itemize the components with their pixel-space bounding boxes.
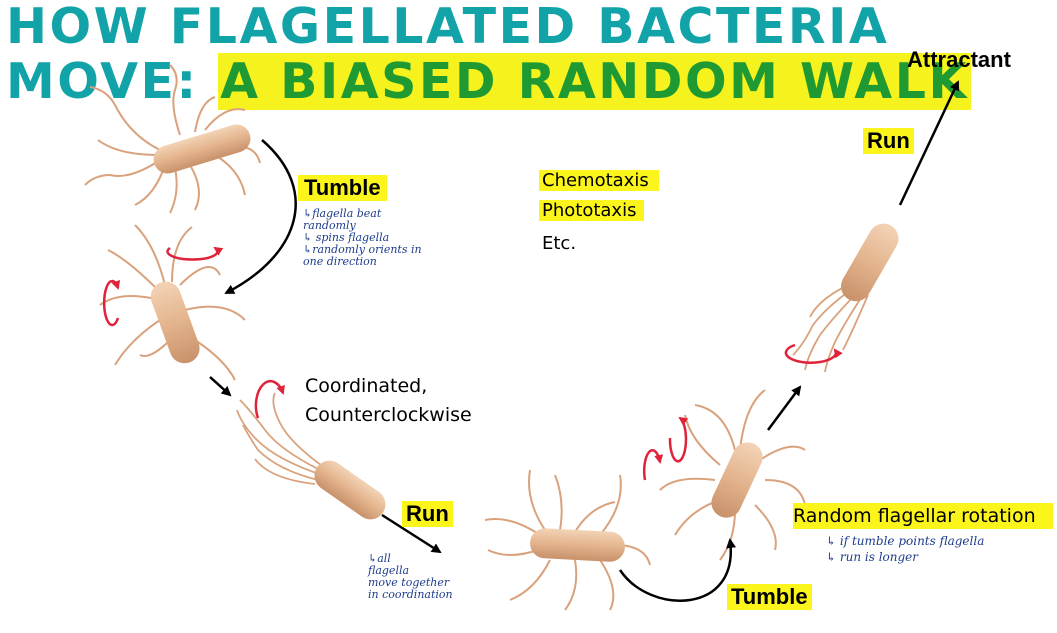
- note-line: ↳randomly orients in: [303, 243, 422, 256]
- note-line: in coordination: [368, 588, 453, 601]
- note-line: move together: [368, 576, 450, 589]
- rotation-arrows: [102, 246, 843, 481]
- note-line: one direction: [303, 255, 377, 268]
- tumble-label-top: Tumble: [298, 175, 387, 201]
- path-arrows: [209, 80, 960, 602]
- note-line: randomly: [303, 219, 356, 232]
- tumble-label-bottom: Tumble: [727, 584, 812, 610]
- note-line: ↳all: [368, 552, 391, 565]
- arrow-after-tumble: [766, 385, 802, 431]
- random-flagellar-rotation-label: Random flagellar rotation: [793, 503, 1053, 529]
- rotation-arrow-4: [668, 416, 689, 463]
- rotation-arrow-6: [784, 343, 843, 364]
- title-highlight: A BIASED RANDOM WALK: [218, 53, 971, 110]
- random-rotation-notes: ↳ if tumble points flagella ↳ run is lon…: [826, 533, 984, 565]
- bacterium-3: [236, 392, 386, 520]
- run-arrow-to-attractant: [898, 80, 960, 206]
- tumble-curve-arrow-bottom: [618, 538, 737, 602]
- page-title-line2: MOVE: A BIASED RANDOM WALK: [6, 53, 971, 110]
- coordinated-label: Coordinated,: [305, 375, 428, 397]
- page-title-line1: HOW FLAGELLATED BACTERIA: [6, 0, 890, 55]
- run-label-bottom: Run: [402, 501, 453, 527]
- bacterium-1: [84, 64, 261, 214]
- title-prefix: MOVE:: [6, 53, 219, 110]
- bacterium-2: [99, 224, 246, 381]
- tumble-notes: ↳flagella beat randomly ↳ spins flagella…: [303, 208, 422, 268]
- etc-label: Etc.: [542, 233, 577, 254]
- run-arrow-bottom: [381, 513, 442, 554]
- note-line: ↳ run is longer: [826, 550, 918, 564]
- rotation-arrow-1: [166, 246, 224, 261]
- attractant-label: Attractant: [907, 47, 1011, 72]
- bacterium-4: [484, 469, 651, 611]
- tumble-curve-arrow-top: [224, 139, 297, 295]
- run-notes: ↳all flagella move together in coordinat…: [368, 553, 453, 601]
- note-line: ↳ spins flagella: [303, 231, 390, 244]
- bacterium-5: [659, 389, 806, 561]
- note-line: flagella: [368, 564, 410, 577]
- run-label-top: Run: [863, 128, 914, 154]
- note-line: ↳flagella beat: [303, 207, 382, 220]
- phototaxis-label: Phototaxis: [539, 200, 645, 221]
- arrow-to-run: [209, 376, 232, 397]
- bacterium-6: [792, 223, 899, 373]
- rotation-arrow-3: [254, 379, 285, 419]
- note-line: ↳ if tumble points flagella: [826, 534, 985, 548]
- rotation-arrow-2: [102, 279, 121, 327]
- counterclockwise-label: Counterclockwise: [305, 404, 472, 426]
- chemotaxis-label: Chemotaxis: [539, 170, 659, 191]
- rotation-arrow-5: [642, 449, 664, 481]
